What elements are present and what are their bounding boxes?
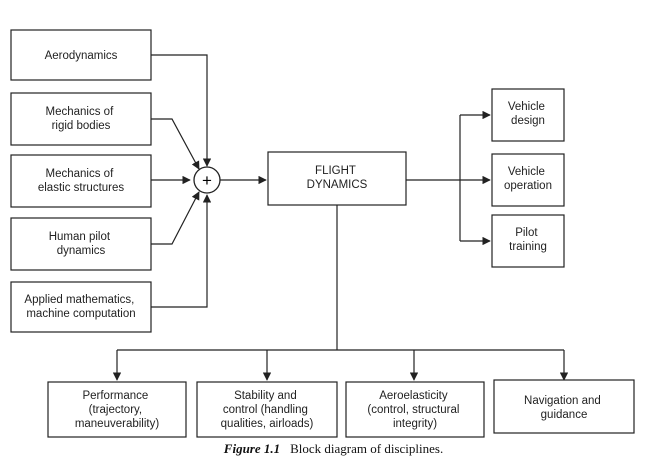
svg-text:Aerodynamics: Aerodynamics	[45, 50, 118, 62]
summing-symbol: +	[202, 171, 212, 190]
summing-junction: +	[193, 166, 221, 194]
input-mechanics-rigid-bodies: Mechanics of rigid bodies	[10, 92, 152, 146]
bottom-navigation-guidance: Navigation and guidance	[493, 379, 635, 434]
input-mechanics-elastic-structures: Mechanics of elastic structures	[10, 154, 152, 208]
svg-text:Mechanics of elastic str: Mechanics of elastic structures	[38, 168, 125, 194]
figure-caption-text: Block diagram of disciplines.	[290, 441, 444, 456]
svg-text:Navigation and guidance: Navigation and guidance	[524, 395, 604, 421]
connector-rigid-bodies	[151, 118, 200, 170]
svg-text:Vehicle operation: Vehicle operation	[504, 166, 552, 192]
connector-applied-mathematics	[151, 194, 212, 308]
bottom-performance: Performance (trajectory, maneuverability…	[47, 381, 187, 438]
connector-aerodynamics	[151, 54, 212, 167]
input-connectors	[151, 54, 212, 308]
svg-text:Vehicle design: Vehicle design	[508, 101, 548, 127]
svg-text:Stability and control (h: Stability and control (handling qualitie…	[221, 390, 314, 430]
svg-text:Aeroelasticity (control,: Aeroelasticity (control, structural inte…	[367, 390, 462, 430]
figure-caption: Figure 1.1 Block diagram of disciplines.	[0, 441, 667, 457]
flight-dynamics-box: FLIGHT DYNAMICS	[267, 151, 407, 206]
svg-text:FLIGHT DYNAMICS: FLIGHT DYNAMICS	[307, 165, 368, 191]
input-applied-mathematics: Applied mathematics, machine computation	[10, 281, 152, 333]
bottom-connectors	[112, 205, 569, 381]
output-vehicle-design: Vehicle design	[491, 88, 565, 142]
figure-number: Figure 1.1	[223, 441, 281, 456]
bottom-stability-control: Stability and control (handling qualitie…	[196, 381, 338, 438]
svg-text:Applied mathematics, mac: Applied mathematics, machine computation	[24, 294, 137, 320]
connector-pilot-dynamics	[151, 191, 200, 245]
svg-text:Human pilot dynamics: Human pilot dynamics	[49, 231, 114, 257]
output-connectors	[406, 110, 491, 246]
svg-text:Pilot training: Pilot training	[509, 227, 547, 253]
input-human-pilot-dynamics: Human pilot dynamics	[10, 217, 152, 271]
svg-text:Mechanics of rigid bodie: Mechanics of rigid bodies	[46, 106, 117, 132]
input-aerodynamics: Aerodynamics	[10, 29, 152, 81]
svg-text:Performance (trajectory,: Performance (trajectory, maneuverability…	[75, 390, 160, 430]
output-vehicle-operation: Vehicle operation	[491, 153, 565, 207]
output-pilot-training: Pilot training	[491, 214, 565, 268]
bottom-aeroelasticity: Aeroelasticity (control, structural inte…	[345, 381, 485, 438]
